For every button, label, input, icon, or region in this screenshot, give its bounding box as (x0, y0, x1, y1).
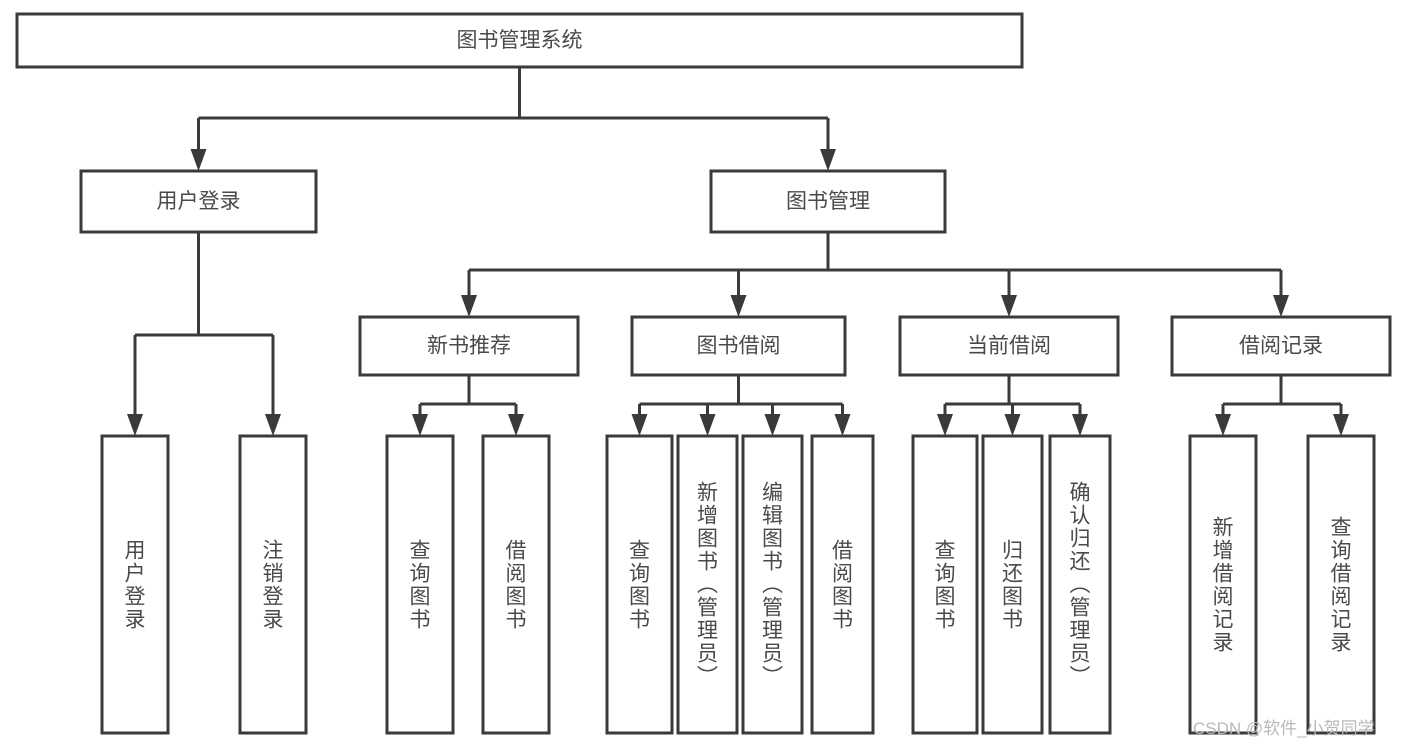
node-box-current-borrow[interactable] (898, 315, 1120, 377)
arrow-head-icon (190, 149, 207, 171)
connector-layer (127, 67, 1349, 436)
node-label-root: 图书管理系统 (457, 29, 583, 52)
node-box-new-book-recommend[interactable] (358, 315, 580, 377)
node-box-user-login-leaf[interactable] (100, 434, 170, 735)
arrow-head-icon (1273, 295, 1289, 317)
arrow-head-icon (834, 414, 851, 436)
node-label-book-management: 图书管理 (786, 190, 870, 213)
node-box-user-logout-leaf[interactable] (238, 434, 308, 735)
node-box-borrow-borrow-book[interactable] (810, 434, 875, 735)
arrow-head-icon (764, 414, 781, 436)
arrow-head-icon (412, 414, 428, 436)
node-label-current-borrow: 当前借阅 (967, 335, 1051, 358)
node-box-borrow-query-book[interactable] (605, 434, 674, 735)
node-label-book-borrow: 图书借阅 (697, 335, 781, 358)
node-label-new-book-recommend: 新书推荐 (427, 335, 511, 358)
arrow-head-icon (730, 295, 747, 317)
arrow-head-icon (127, 414, 143, 436)
arrow-head-icon (508, 414, 524, 436)
arrow-head-icon (461, 295, 477, 317)
node-box-record-add[interactable] (1188, 434, 1258, 735)
csdn-watermark: CSDN @软件_小贺同学 (1193, 719, 1375, 738)
node-label-user-login: 用户登录 (157, 190, 241, 213)
node-box-borrow-edit-book[interactable] (741, 434, 804, 735)
node-box-user-login[interactable] (79, 169, 318, 234)
node-box-recommend-borrow-book[interactable] (481, 434, 551, 735)
arrow-head-icon (820, 149, 836, 171)
node-box-layer (15, 12, 1392, 735)
arrow-head-icon (1215, 414, 1231, 436)
node-box-current-return-book[interactable] (981, 434, 1044, 735)
arrow-head-icon (937, 414, 953, 436)
node-box-book-borrow[interactable] (630, 315, 847, 377)
arrow-head-icon (265, 414, 281, 436)
node-box-recommend-query-book[interactable] (385, 434, 455, 735)
node-box-borrow-record[interactable] (1170, 315, 1392, 377)
node-box-current-query-book[interactable] (911, 434, 979, 735)
node-box-borrow-add-book[interactable] (676, 434, 739, 735)
arrow-head-icon (699, 414, 716, 436)
node-box-record-query[interactable] (1306, 434, 1376, 735)
node-box-book-management[interactable] (709, 169, 947, 234)
arrow-head-icon (1001, 295, 1017, 317)
arrow-head-icon (1004, 414, 1021, 436)
node-box-root[interactable] (15, 12, 1024, 69)
node-label-borrow-record: 借阅记录 (1239, 335, 1323, 358)
arrow-head-icon (631, 414, 648, 436)
node-box-current-confirm-return[interactable] (1048, 434, 1112, 735)
arrow-head-icon (1333, 414, 1349, 436)
arrow-head-icon (1072, 414, 1088, 436)
